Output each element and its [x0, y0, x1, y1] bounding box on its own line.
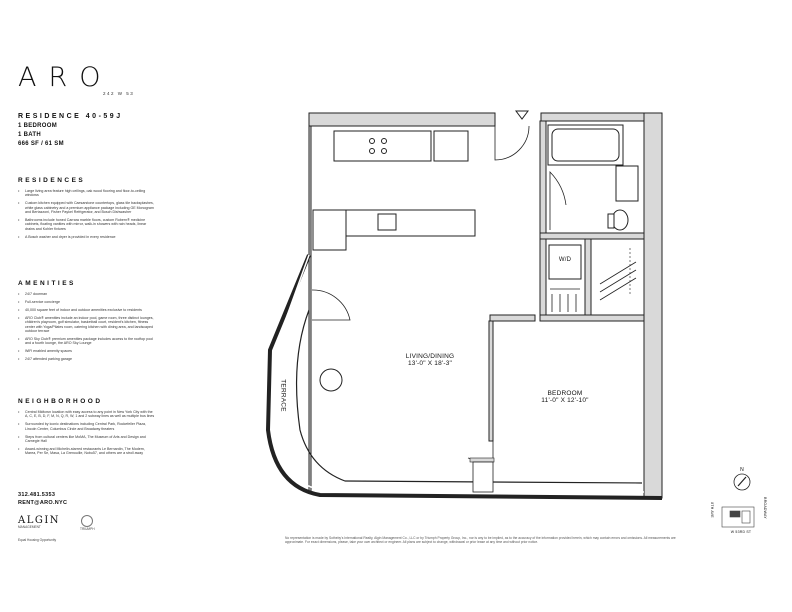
developer-logos: ALGIN MANAGEMENT [18, 515, 60, 529]
bath-north-wall [540, 112, 662, 122]
pantry-cabinet [312, 209, 347, 251]
legal-disclaimer: No representation is made by Sotheby's I… [285, 536, 676, 545]
dining-table-icon [319, 368, 343, 392]
triumph-logo: TRIUMPH [80, 515, 95, 531]
bedroom-name: BEDROOM [547, 390, 583, 397]
algin-logo-sub: MANAGEMENT [18, 525, 41, 529]
kitchen-island [334, 209, 476, 237]
phone-number[interactable]: 312.481.5353 [18, 492, 56, 498]
bath-door-icon [549, 171, 567, 230]
residences-heading: RESIDENCES [18, 177, 86, 184]
washer-dryer-label: W/D [558, 257, 572, 263]
email-link[interactable]: RENT@ARO.NYC [18, 500, 68, 506]
north-label: N [740, 467, 744, 473]
entry-door-icon [494, 125, 530, 161]
terrace-door-icon [311, 289, 351, 321]
living-room-dims: 13'-0" X 18'-3" [407, 360, 453, 367]
residence-size: 666 SF / 61 SM [18, 141, 64, 147]
vanity-icon [615, 165, 639, 202]
north-arrow-icon [737, 476, 747, 487]
list-item: ARO Club® amenities include an indoor po… [18, 316, 156, 334]
living-room-name: LIVING/DINING [405, 353, 455, 360]
kitchen-sink-icon [377, 213, 397, 231]
bedroom-label: BEDROOM 11'-0" X 12'-10" [520, 390, 610, 404]
amenities-section: AMENITIES 24/7 doorman Full-service conc… [18, 280, 156, 365]
kitchen-counter [333, 130, 432, 162]
triumph-label: TRIUMPH [80, 527, 95, 531]
list-item: WiFi enabled amenity spaces [18, 349, 156, 354]
living-bedroom-wall-top [489, 314, 536, 322]
closet-divider-mid [584, 238, 592, 322]
avenue-label: 8TH AVE [710, 502, 714, 518]
bedroom-count: 1 BEDROOM [18, 123, 58, 129]
bath-west-wall [539, 120, 547, 234]
street-label: W 53RD ST [730, 530, 752, 534]
list-item: Large living area feature high ceilings,… [18, 189, 156, 198]
neighborhood-heading: NEIGHBORHOOD [18, 398, 103, 405]
bathtub-basin [551, 128, 620, 162]
amenities-heading: AMENITIES [18, 280, 76, 287]
list-item: Bathrooms include honed Carrara marble f… [18, 218, 156, 231]
living-bedroom-wall [488, 320, 494, 442]
closet-wall [539, 232, 645, 240]
refrigerator [433, 130, 469, 162]
bedroom-dims: 11'-0" X 12'-10" [541, 397, 589, 404]
neighborhood-section: NEIGHBORHOOD Central Midtown location wi… [18, 398, 156, 459]
broadway-label: BROADWAY [763, 497, 767, 519]
algin-logo: ALGIN [18, 515, 61, 526]
bedroom-door-jamb [469, 457, 495, 463]
aro-logo: ARO [18, 62, 113, 93]
bath-count: 1 BATH [18, 132, 42, 138]
cooktop-icon [369, 138, 387, 154]
triumph-mark-icon [81, 515, 94, 527]
list-item: Custom kitchen equipped with Caesarstone… [18, 201, 156, 214]
list-item: 24/7 attended parking garage [18, 357, 156, 362]
equal-housing-note: Equal Housing Opportunity [18, 538, 57, 542]
north-wall [308, 112, 496, 127]
compass-icon [733, 473, 751, 491]
closet-divider-west [539, 238, 547, 322]
living-dining-label: LIVING/DINING 13'-0" X 18'-3" [385, 353, 475, 367]
contact-block: 312.481.5353 RENT@ARO.NYC [18, 491, 156, 507]
residences-section: RESIDENCES Large living area feature hig… [18, 177, 156, 243]
key-plan-icon [721, 506, 755, 528]
residence-spec: RESIDENCE 40-59J 1 BEDROOM 1 BATH 666 SF… [18, 113, 156, 149]
list-item: Award-winning and Michelin-starred resta… [18, 447, 156, 456]
list-item: 40,000 square feet of indoor and outdoor… [18, 308, 156, 313]
list-item: A Bosch washer and dryer is provided in … [18, 235, 156, 240]
building-address: 242 W 53 [103, 91, 135, 96]
list-item: Full-service concierge [18, 300, 156, 305]
toilet-tank [607, 213, 615, 229]
list-item: Steps from cultural centers like MoMA, T… [18, 435, 156, 444]
east-wall-mass [643, 112, 663, 499]
list-item: Surrounded by iconic destinations includ… [18, 422, 156, 431]
list-item: ARO Sky Club® premium amenities package … [18, 337, 156, 346]
closet-door-icon [472, 461, 494, 493]
terrace-label: TERRACE [279, 379, 287, 412]
window-line [295, 309, 643, 484]
list-item: Central Midtown location with easy acces… [18, 410, 156, 419]
terrace-outline [265, 254, 663, 500]
list-item: 24/7 doorman [18, 292, 156, 297]
washer-dryer-box [548, 244, 582, 280]
entry-arrow-icon [515, 110, 529, 120]
bedroom-north-wall [539, 314, 645, 322]
residence-title: RESIDENCE 40-59J [18, 113, 123, 120]
west-wall [308, 112, 312, 494]
terrace-outline-inner [271, 254, 645, 493]
